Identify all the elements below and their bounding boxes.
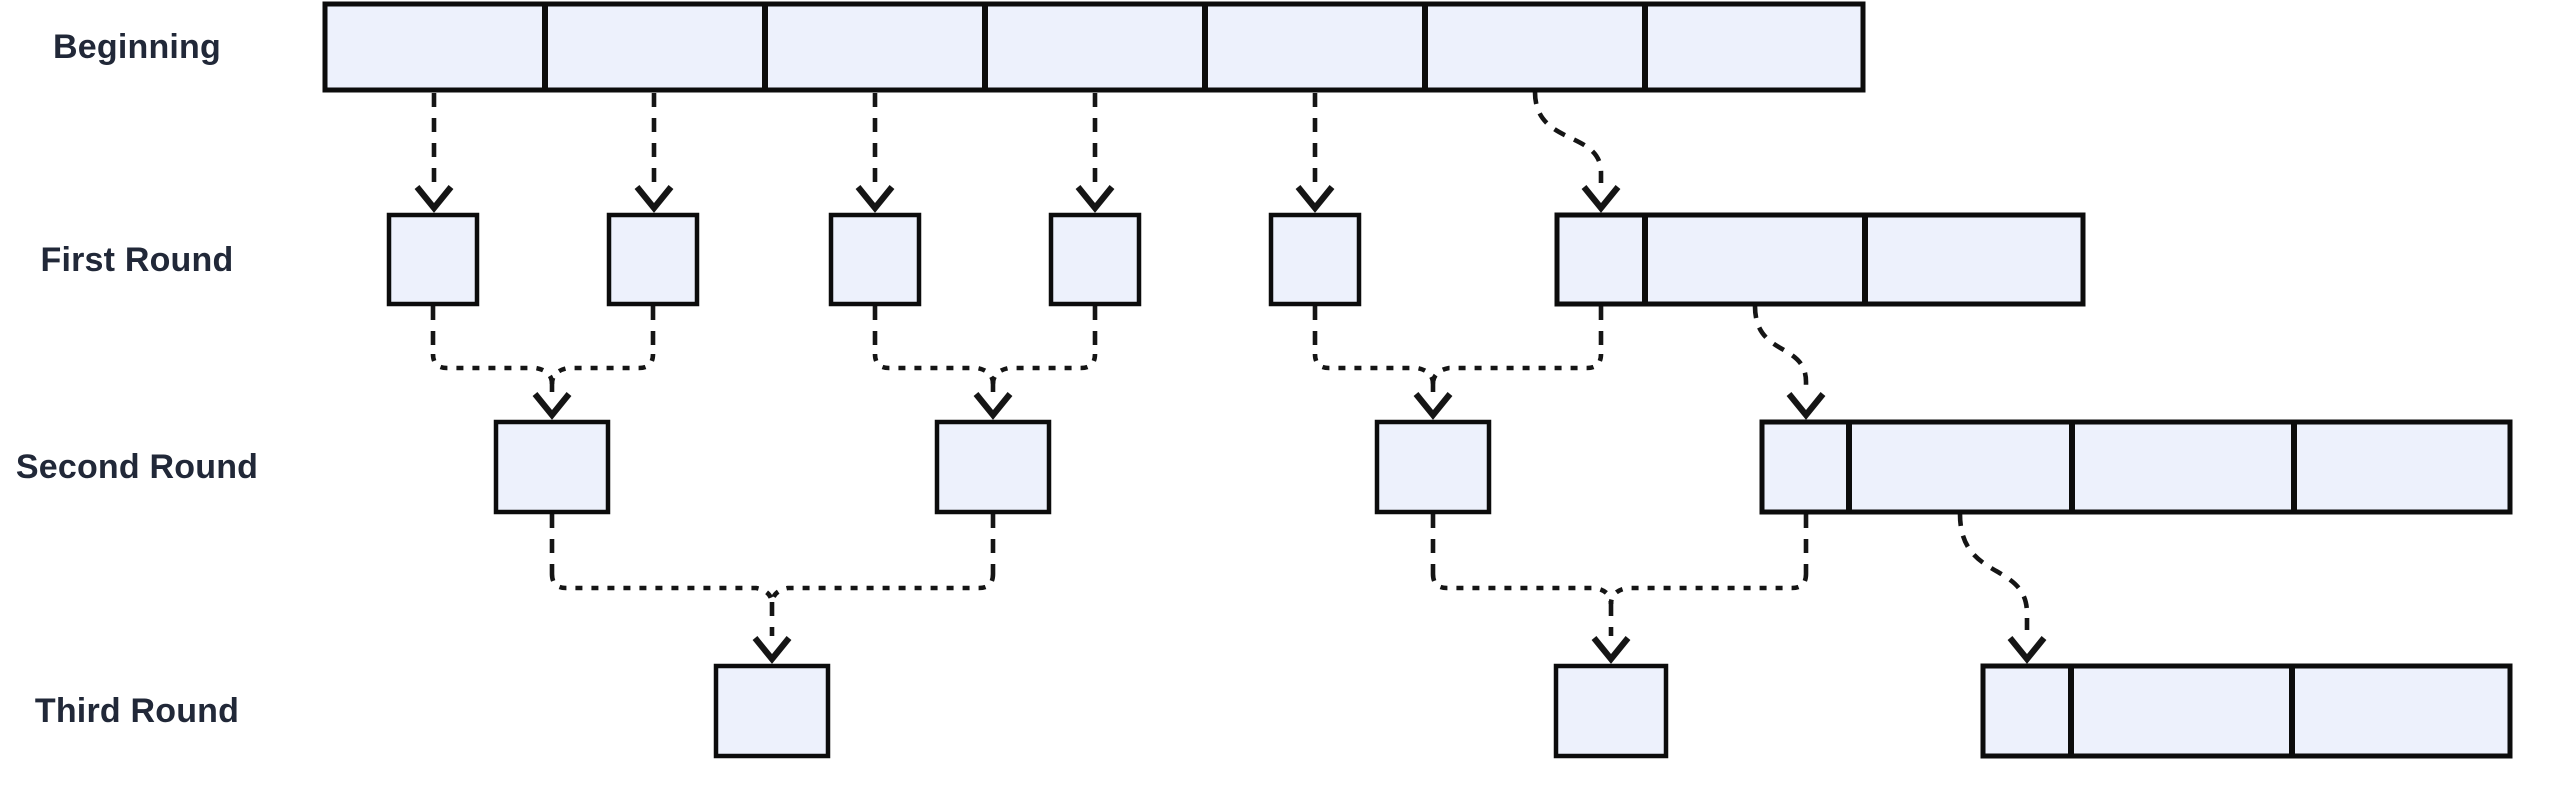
first-box-5-and-bar-to-second-box-3-elbow-2: [1430, 353, 1604, 385]
beginning-bar: [322, 1, 1866, 93]
second-boxes-1-2-to-third-box-1-arrowhead: [752, 636, 792, 664]
second-round-box-3: [1374, 419, 1492, 515]
first-bar-to-second-bar: [1752, 305, 1809, 392]
first-boxes-1-2-to-second-box-1-elbow-1: [430, 353, 555, 385]
first-round-box-2: [606, 212, 700, 307]
third-round-bar: [1980, 663, 2513, 759]
second-bar-to-third-bar-arrowhead: [2007, 636, 2047, 664]
third-round-box-1: [713, 663, 831, 759]
row-label-second-round: Second Round: [15, 448, 259, 486]
second-box-3-and-bar-to-third-box-2-elbow-2: [1608, 573, 1809, 605]
first-boxes-3-4-to-second-box-2-elbow-2: [990, 353, 1098, 385]
first-box-5-and-bar-to-second-box-3-elbow-1: [1312, 353, 1436, 385]
second-box-3-and-bar-to-third-box-2-arrowhead: [1591, 636, 1631, 664]
first-round-box-4: [1048, 212, 1142, 307]
first-boxes-1-2-to-second-box-1-elbow-2: [549, 353, 656, 385]
beginning-seg1-to-first-box-1-arrowhead: [414, 185, 454, 213]
beginning-seg6-to-first-bar: [1532, 91, 1604, 185]
first-box-5-and-bar-to-second-box-3-arrowhead: [1413, 392, 1453, 420]
third-round-box-2: [1553, 663, 1669, 759]
beginning-seg2-to-first-box-2-arrowhead: [634, 185, 674, 213]
beginning-seg3-to-first-box-3-arrowhead: [855, 185, 895, 213]
second-box-3-and-bar-to-third-box-2-elbow-1: [1430, 573, 1614, 605]
first-boxes-3-4-to-second-box-2-elbow-1: [872, 353, 996, 385]
first-boxes-3-4-to-second-box-2-arrowhead: [973, 392, 1013, 420]
first-bar-to-second-bar-arrowhead: [1786, 392, 1826, 420]
beginning-seg4-to-first-box-4-arrowhead: [1075, 185, 1115, 213]
second-boxes-1-2-to-third-box-1-elbow-1: [549, 573, 775, 605]
second-boxes-1-2-to-third-box-1-elbow-2: [769, 573, 996, 605]
second-round-box-1: [493, 419, 611, 515]
first-round-bar: [1554, 212, 2086, 307]
row-label-beginning: Beginning: [53, 28, 221, 66]
first-round-box-5: [1268, 212, 1362, 307]
row-label-third-round: Third Round: [34, 692, 240, 730]
second-bar-to-third-bar: [1957, 513, 2030, 636]
first-round-box-3: [828, 212, 922, 307]
row-label-first-round: First Round: [40, 241, 234, 279]
first-boxes-1-2-to-second-box-1-arrowhead: [532, 392, 572, 420]
first-round-box-1: [386, 212, 480, 307]
beginning-seg6-to-first-bar-arrowhead: [1581, 185, 1621, 213]
second-round-box-2: [934, 419, 1052, 515]
second-round-bar: [1759, 419, 2513, 515]
beginning-seg5-to-first-box-5-arrowhead: [1295, 185, 1335, 213]
